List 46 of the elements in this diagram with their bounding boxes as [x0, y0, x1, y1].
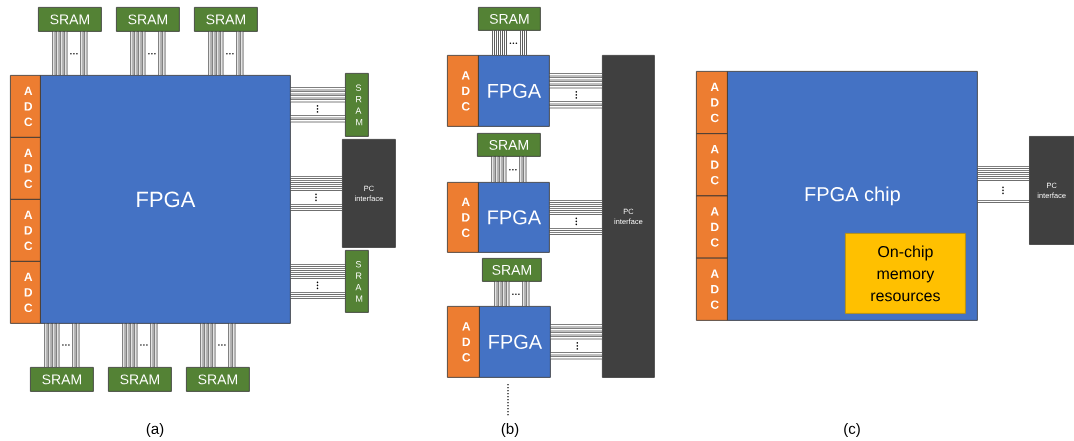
sram-block: SRAM: [186, 367, 250, 392]
bus-lines: [289, 87, 347, 123]
bus-lines: [494, 280, 530, 308]
panel-label: (b): [501, 423, 519, 437]
adc-block: A D C: [10, 261, 41, 324]
adc-block: A D C: [10, 137, 41, 200]
adc-block: A D C: [447, 306, 480, 378]
adc-block: A D C: [447, 182, 479, 253]
sram-block: SRAM: [108, 367, 172, 392]
bus-lines: [976, 166, 1031, 203]
panel-label: (a): [146, 423, 164, 437]
fpga-block: FPGA: [478, 55, 550, 127]
sram-block: S R A M: [345, 250, 369, 313]
bus-lines: [208, 30, 244, 77]
bus-lines: [492, 29, 527, 57]
bus-lines: [122, 322, 158, 369]
bus-lines: [289, 176, 344, 211]
bus-lines: [289, 264, 347, 299]
adc-block: A D C: [696, 257, 728, 321]
adc-block: A D C: [696, 133, 728, 197]
bus-lines: [549, 324, 604, 360]
fpga-block: FPGA: [478, 182, 550, 253]
bus-lines: [548, 200, 604, 235]
sram-block: SRAM: [477, 133, 541, 157]
memory-block: On-chip memory resources: [845, 233, 966, 314]
sram-block: SRAM: [30, 367, 94, 392]
sram-block: S R A M: [345, 73, 369, 137]
bus-lines: [200, 322, 236, 369]
adc-block: A D C: [10, 199, 41, 262]
bus-lines: [130, 30, 166, 77]
bus-lines: [491, 155, 527, 184]
sram-block: SRAM: [478, 7, 541, 31]
sram-block: SRAM: [116, 7, 180, 32]
adc-block: A D C: [447, 55, 479, 127]
bus-lines: [44, 322, 80, 369]
fpga-block: FPGA: [40, 75, 291, 324]
sram-block: SRAM: [482, 258, 542, 282]
sram-block: SRAM: [38, 7, 102, 32]
sram-block: SRAM: [194, 7, 258, 32]
fpga-block: FPGA: [479, 306, 551, 378]
bus-lines: [548, 73, 604, 109]
adc-block: A D C: [696, 71, 728, 135]
adc-block: A D C: [696, 195, 728, 259]
panel-label: (c): [844, 423, 860, 437]
bus-lines: [52, 30, 88, 77]
adc-block: A D C: [10, 75, 41, 138]
